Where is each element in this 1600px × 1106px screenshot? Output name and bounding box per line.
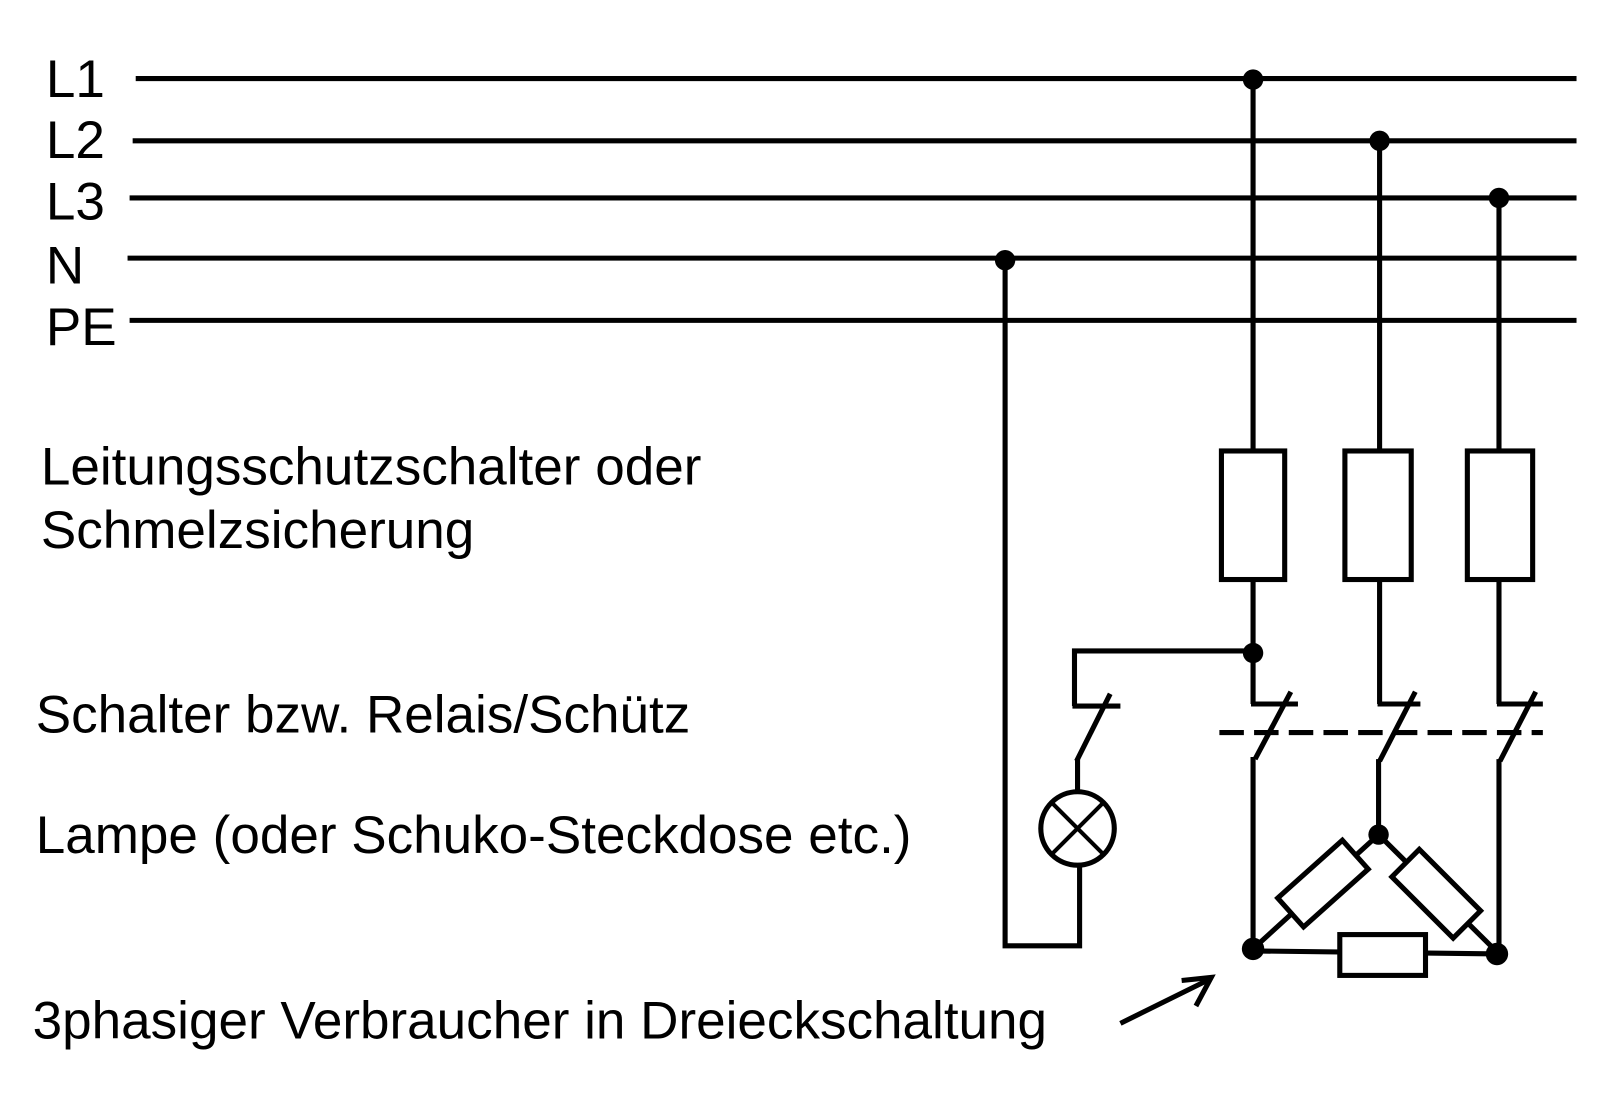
fuse-l2: [1342, 448, 1414, 583]
l1-contact-blade: [1252, 690, 1294, 761]
lamp-circuit: [1038, 648, 1254, 868]
fuse-label-line1: Leitungsschutzschalter oder: [41, 438, 702, 497]
phase-l3-branch: [1464, 187, 1543, 954]
bus-labels: L1 L2 L3 N PE: [46, 50, 117, 357]
arrow-shaft: [1119, 978, 1209, 1026]
lamp-feed-wire: [1071, 648, 1254, 707]
phase-l1-branch: [1218, 69, 1298, 949]
pointer-arrow-icon: [1119, 974, 1216, 1026]
load-label: 3phasiger Verbraucher in Dreieckschaltun…: [33, 992, 1047, 1051]
lamp-cross-b: [1050, 801, 1105, 856]
lamp-switch-blade: [1074, 692, 1113, 763]
fuse-l1: [1218, 448, 1288, 583]
arrow-head: [1181, 974, 1216, 1008]
lamp-icon: [1038, 789, 1117, 868]
fuse-label-line2: Schmelzsicherung: [41, 501, 474, 560]
junction-n: [994, 249, 1016, 271]
fuse-l3: [1464, 448, 1536, 583]
bus-lines: [127, 76, 1577, 323]
delta-node-top: [1368, 824, 1389, 845]
resistor-left: [1274, 836, 1372, 931]
resistor-right: [1388, 845, 1485, 942]
neutral-wire: [1002, 260, 1083, 949]
junction-l1: [1242, 69, 1264, 90]
junction-l3: [1488, 187, 1510, 209]
bus-label-n: N: [46, 237, 84, 296]
bus-label-pe: PE: [46, 298, 117, 357]
neutral-branch: [994, 249, 1083, 949]
l3-contact-blade: [1497, 690, 1538, 763]
l2-contact-blade: [1377, 690, 1418, 763]
switch-label: Schalter bzw. Relais/Schütz: [36, 686, 691, 745]
bus-label-l3: L3: [46, 172, 105, 231]
junction-l2: [1369, 130, 1390, 152]
bus-label-l2: L2: [46, 111, 105, 170]
delta-node-right: [1485, 942, 1509, 966]
delta-load: [1241, 824, 1509, 978]
lamp-label: Lampe (oder Schuko-Steckdose etc.): [36, 806, 912, 865]
bus-label-l1: L1: [46, 50, 105, 109]
phase-l2-branch: [1342, 130, 1421, 835]
delta-node-left: [1241, 937, 1265, 961]
description-labels: Leitungsschutzschalter oder Schmelzsiche…: [33, 438, 1047, 1051]
resistor-bottom: [1337, 932, 1429, 978]
